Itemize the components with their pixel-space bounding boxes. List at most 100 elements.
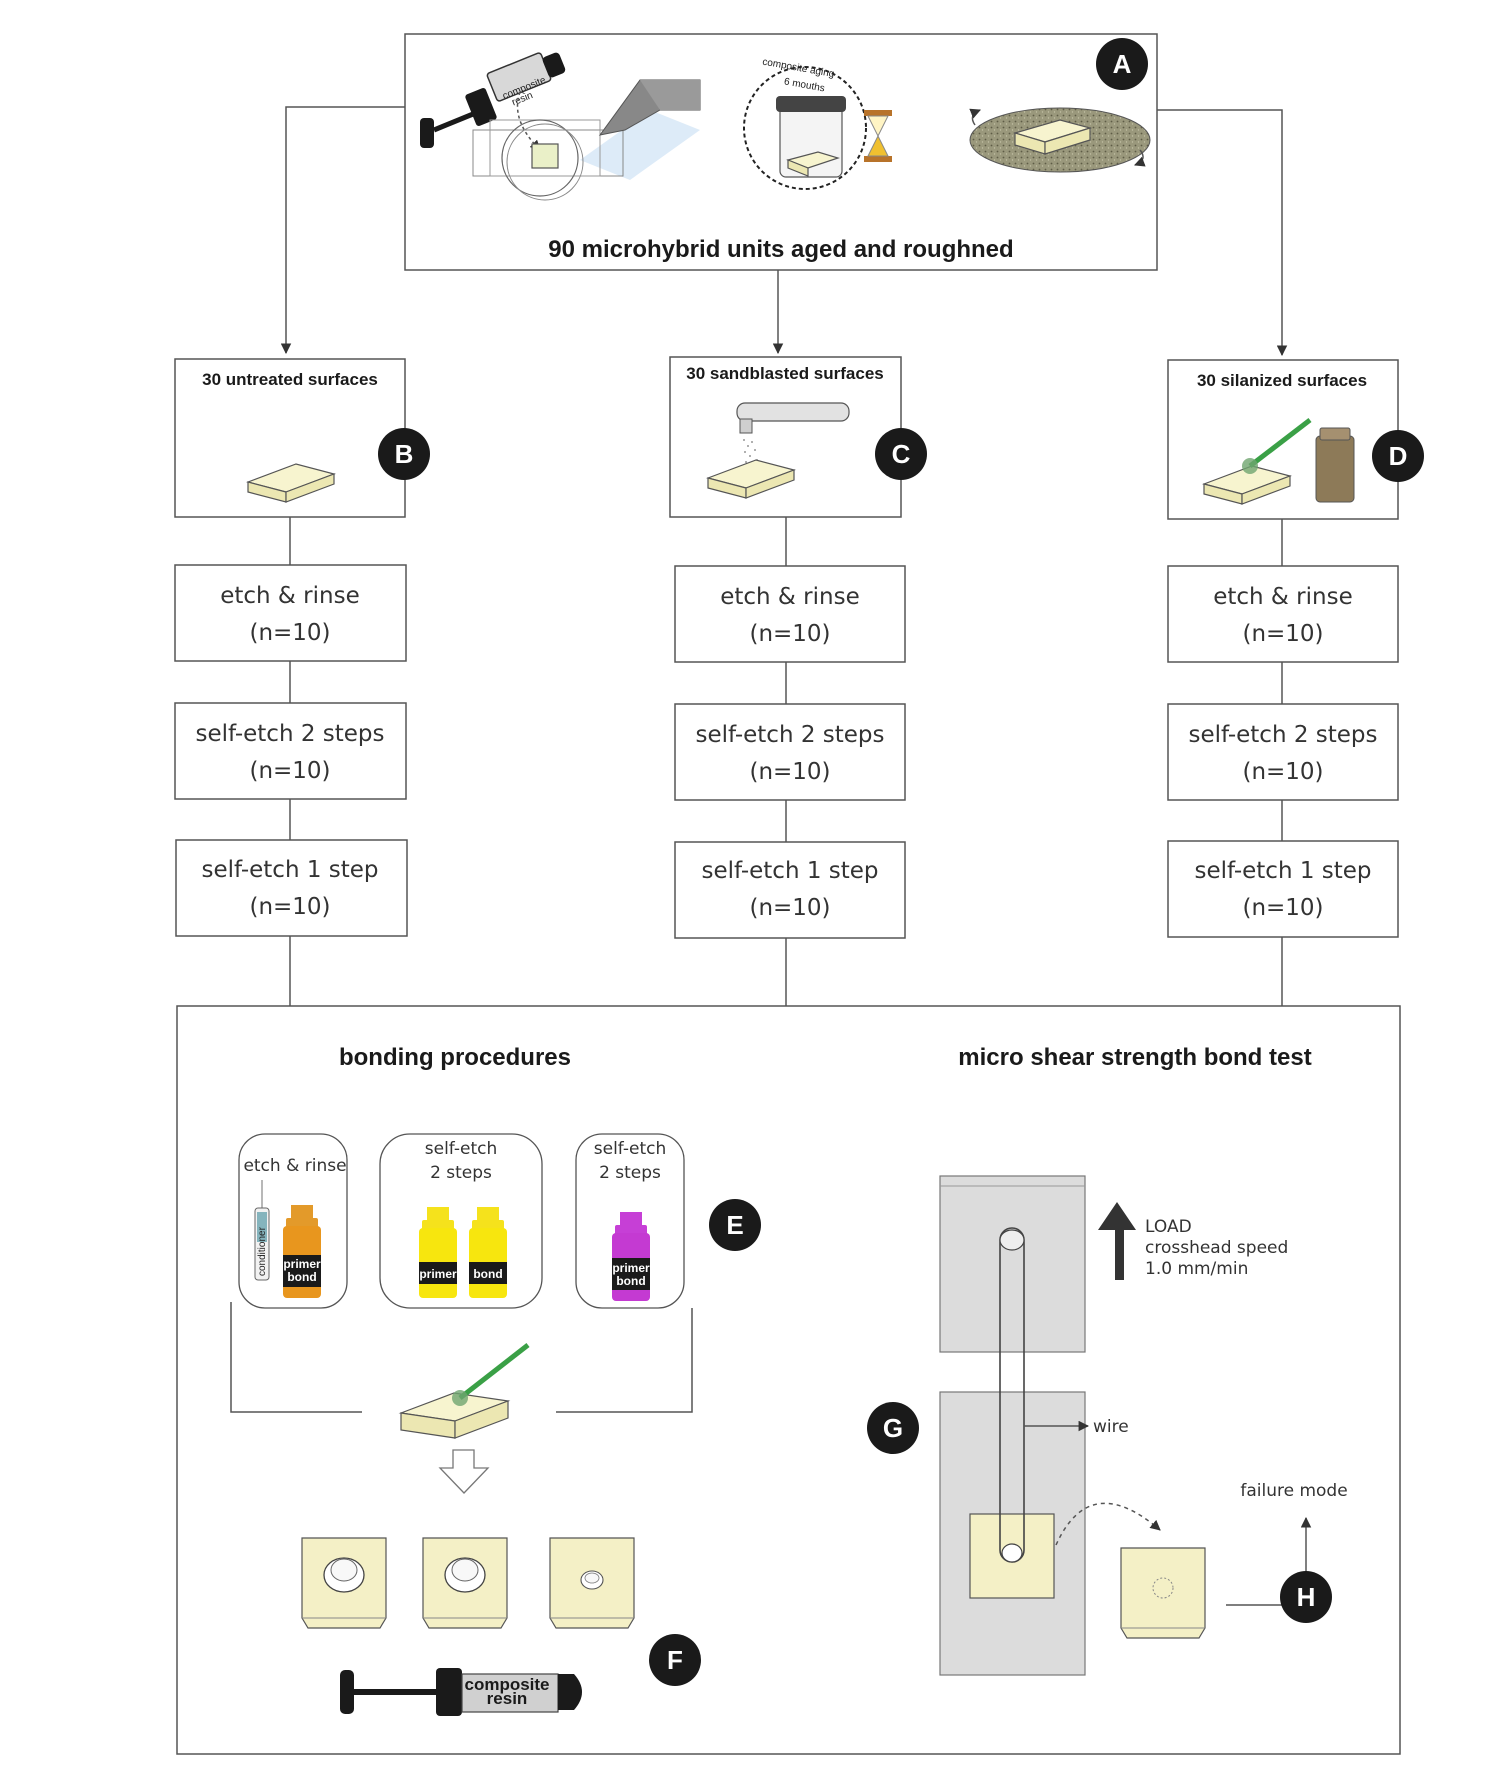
sandblaster-icon — [706, 402, 850, 499]
conditioner-syringe-icon: conditioner — [254, 1180, 270, 1281]
step-n: (n=10) — [1242, 621, 1323, 647]
step-name: self-etch 2 steps — [195, 721, 384, 747]
kit3-label-line1: self-etch — [594, 1139, 666, 1159]
group-d: 30 silanized surfaces D — [1167, 359, 1424, 520]
group-c: 30 sandblasted surfaces C — [669, 356, 927, 518]
step-connectors — [289, 517, 1283, 1006]
badge-f-label: F — [667, 1645, 683, 1675]
step-box — [1167, 840, 1399, 938]
purple-bottle-label-bond: bond — [616, 1274, 645, 1288]
down-arrow-icon — [438, 1449, 490, 1494]
badge-c — [875, 428, 927, 480]
kit-etch-rinse-label: etch & rinse — [243, 1156, 346, 1176]
orange-bottle-label-primer: primer — [283, 1257, 321, 1271]
step-n: (n=10) — [1242, 895, 1323, 921]
step-box — [674, 565, 906, 663]
syringe-conditioner-label: conditioner — [257, 1226, 268, 1276]
bracket-right — [556, 1308, 693, 1413]
steps-column-c: etch & rinse (n=10) self-etch 2 steps (n… — [674, 565, 906, 939]
bond-bottle-yellow-icon: bond — [469, 1207, 507, 1298]
step-n: (n=10) — [749, 621, 830, 647]
step-name: self-etch 1 step — [701, 858, 878, 884]
failure-mode-label: failure mode — [1240, 1481, 1347, 1501]
kit-self-etch-2-steps-frame — [379, 1133, 543, 1309]
shear-test-title: micro shear strength bond test — [958, 1044, 1311, 1071]
badge-h — [1280, 1571, 1332, 1623]
primer-bond-bottle-orange-icon: primer bond — [283, 1205, 321, 1298]
kit2-label-line1: self-etch — [425, 1139, 497, 1159]
badge-b-label: B — [395, 439, 414, 469]
hourglass-icon — [864, 110, 892, 162]
failed-specimen-icon — [1120, 1547, 1206, 1639]
connectors-a — [280, 106, 1288, 357]
step-n: (n=10) — [249, 758, 330, 784]
step-name: self-etch 1 step — [1194, 858, 1371, 884]
steps-column-b: etch & rinse (n=10) self-etch 2 steps (n… — [174, 564, 408, 937]
step-n: (n=10) — [249, 894, 330, 920]
resin-block-icon — [246, 463, 336, 503]
badge-b — [378, 428, 430, 480]
orange-bottle-label-bond: bond — [287, 1270, 316, 1284]
step-box — [1167, 565, 1399, 663]
composite-syringe-icon: composite resin — [420, 52, 566, 151]
badge-g-label: G — [883, 1413, 903, 1443]
badge-d — [1372, 430, 1424, 482]
kit2-label-line2: 2 steps — [430, 1163, 492, 1183]
failure-transfer-arrow — [1055, 1502, 1161, 1546]
step-name: self-etch 1 step — [201, 857, 378, 883]
group-b-title: 30 untreated surfaces — [202, 370, 378, 389]
badge-e — [709, 1199, 761, 1251]
primer-bottle-yellow-icon: primer — [419, 1207, 457, 1298]
step-name: self-etch 2 steps — [695, 722, 884, 748]
badge-a — [1096, 38, 1148, 90]
step-box — [674, 703, 906, 801]
step-n: (n=10) — [749, 759, 830, 785]
primer-bond-bottle-purple-icon: primer bond — [612, 1212, 650, 1301]
steps-column-d: etch & rinse (n=10) self-etch 2 steps (n… — [1167, 565, 1399, 938]
composite-resin-tube-icon: composite resin — [340, 1668, 582, 1716]
specimen-2-icon — [422, 1537, 508, 1629]
tube-label-resin: resin — [487, 1689, 528, 1708]
yellow-bottle-label-bond: bond — [473, 1267, 502, 1281]
panel-a: composite resin composite aging 6 mouths — [404, 33, 1158, 271]
step-name: etch & rinse — [220, 583, 360, 609]
step-box — [175, 839, 408, 937]
load-arrow-icon — [1098, 1202, 1136, 1280]
badge-c-label: C — [892, 439, 911, 469]
badge-h-label: H — [1297, 1582, 1316, 1612]
purple-bottle-label-primer: primer — [612, 1261, 650, 1275]
shear-test-section: micro shear strength bond test wire LOAD… — [867, 1044, 1348, 1676]
step-box — [174, 702, 407, 800]
upper-grip — [939, 1175, 1086, 1353]
step-n: (n=10) — [1242, 759, 1323, 785]
group-d-title: 30 silanized surfaces — [1197, 371, 1367, 390]
wire-label: wire — [1093, 1417, 1129, 1437]
step-name: etch & rinse — [720, 584, 860, 610]
specimen-1-icon — [301, 1537, 387, 1629]
step-n: (n=10) — [749, 895, 830, 921]
group-c-title: 30 sandblasted surfaces — [686, 364, 883, 383]
yellow-bottle-label-primer: primer — [419, 1267, 457, 1281]
bottom-panel-frame — [176, 1005, 1401, 1755]
kit3-label-line2: 2 steps — [599, 1163, 661, 1183]
badge-e-label: E — [726, 1210, 743, 1240]
badge-d-label: D — [1389, 441, 1408, 471]
badge-f — [649, 1634, 701, 1686]
roughening-disc-icon — [969, 107, 1151, 173]
wire-loop — [999, 1227, 1025, 1563]
silane-brush-icon — [1202, 418, 1312, 505]
badge-g — [867, 1402, 919, 1454]
step-box — [674, 841, 906, 939]
step-box — [174, 564, 407, 662]
step-box — [1167, 703, 1399, 801]
crosshead-label: crosshead speed — [1145, 1238, 1288, 1258]
bracket-left — [230, 1302, 362, 1413]
badge-a-label: A — [1113, 49, 1132, 79]
crosshead-speed: 1.0 mm/min — [1145, 1259, 1248, 1279]
bonding-section: bonding procedures etch & rinse conditio… — [230, 1044, 761, 1716]
step-name: self-etch 2 steps — [1188, 722, 1377, 748]
group-c-frame — [669, 356, 902, 518]
specimen-3-icon — [549, 1537, 635, 1629]
